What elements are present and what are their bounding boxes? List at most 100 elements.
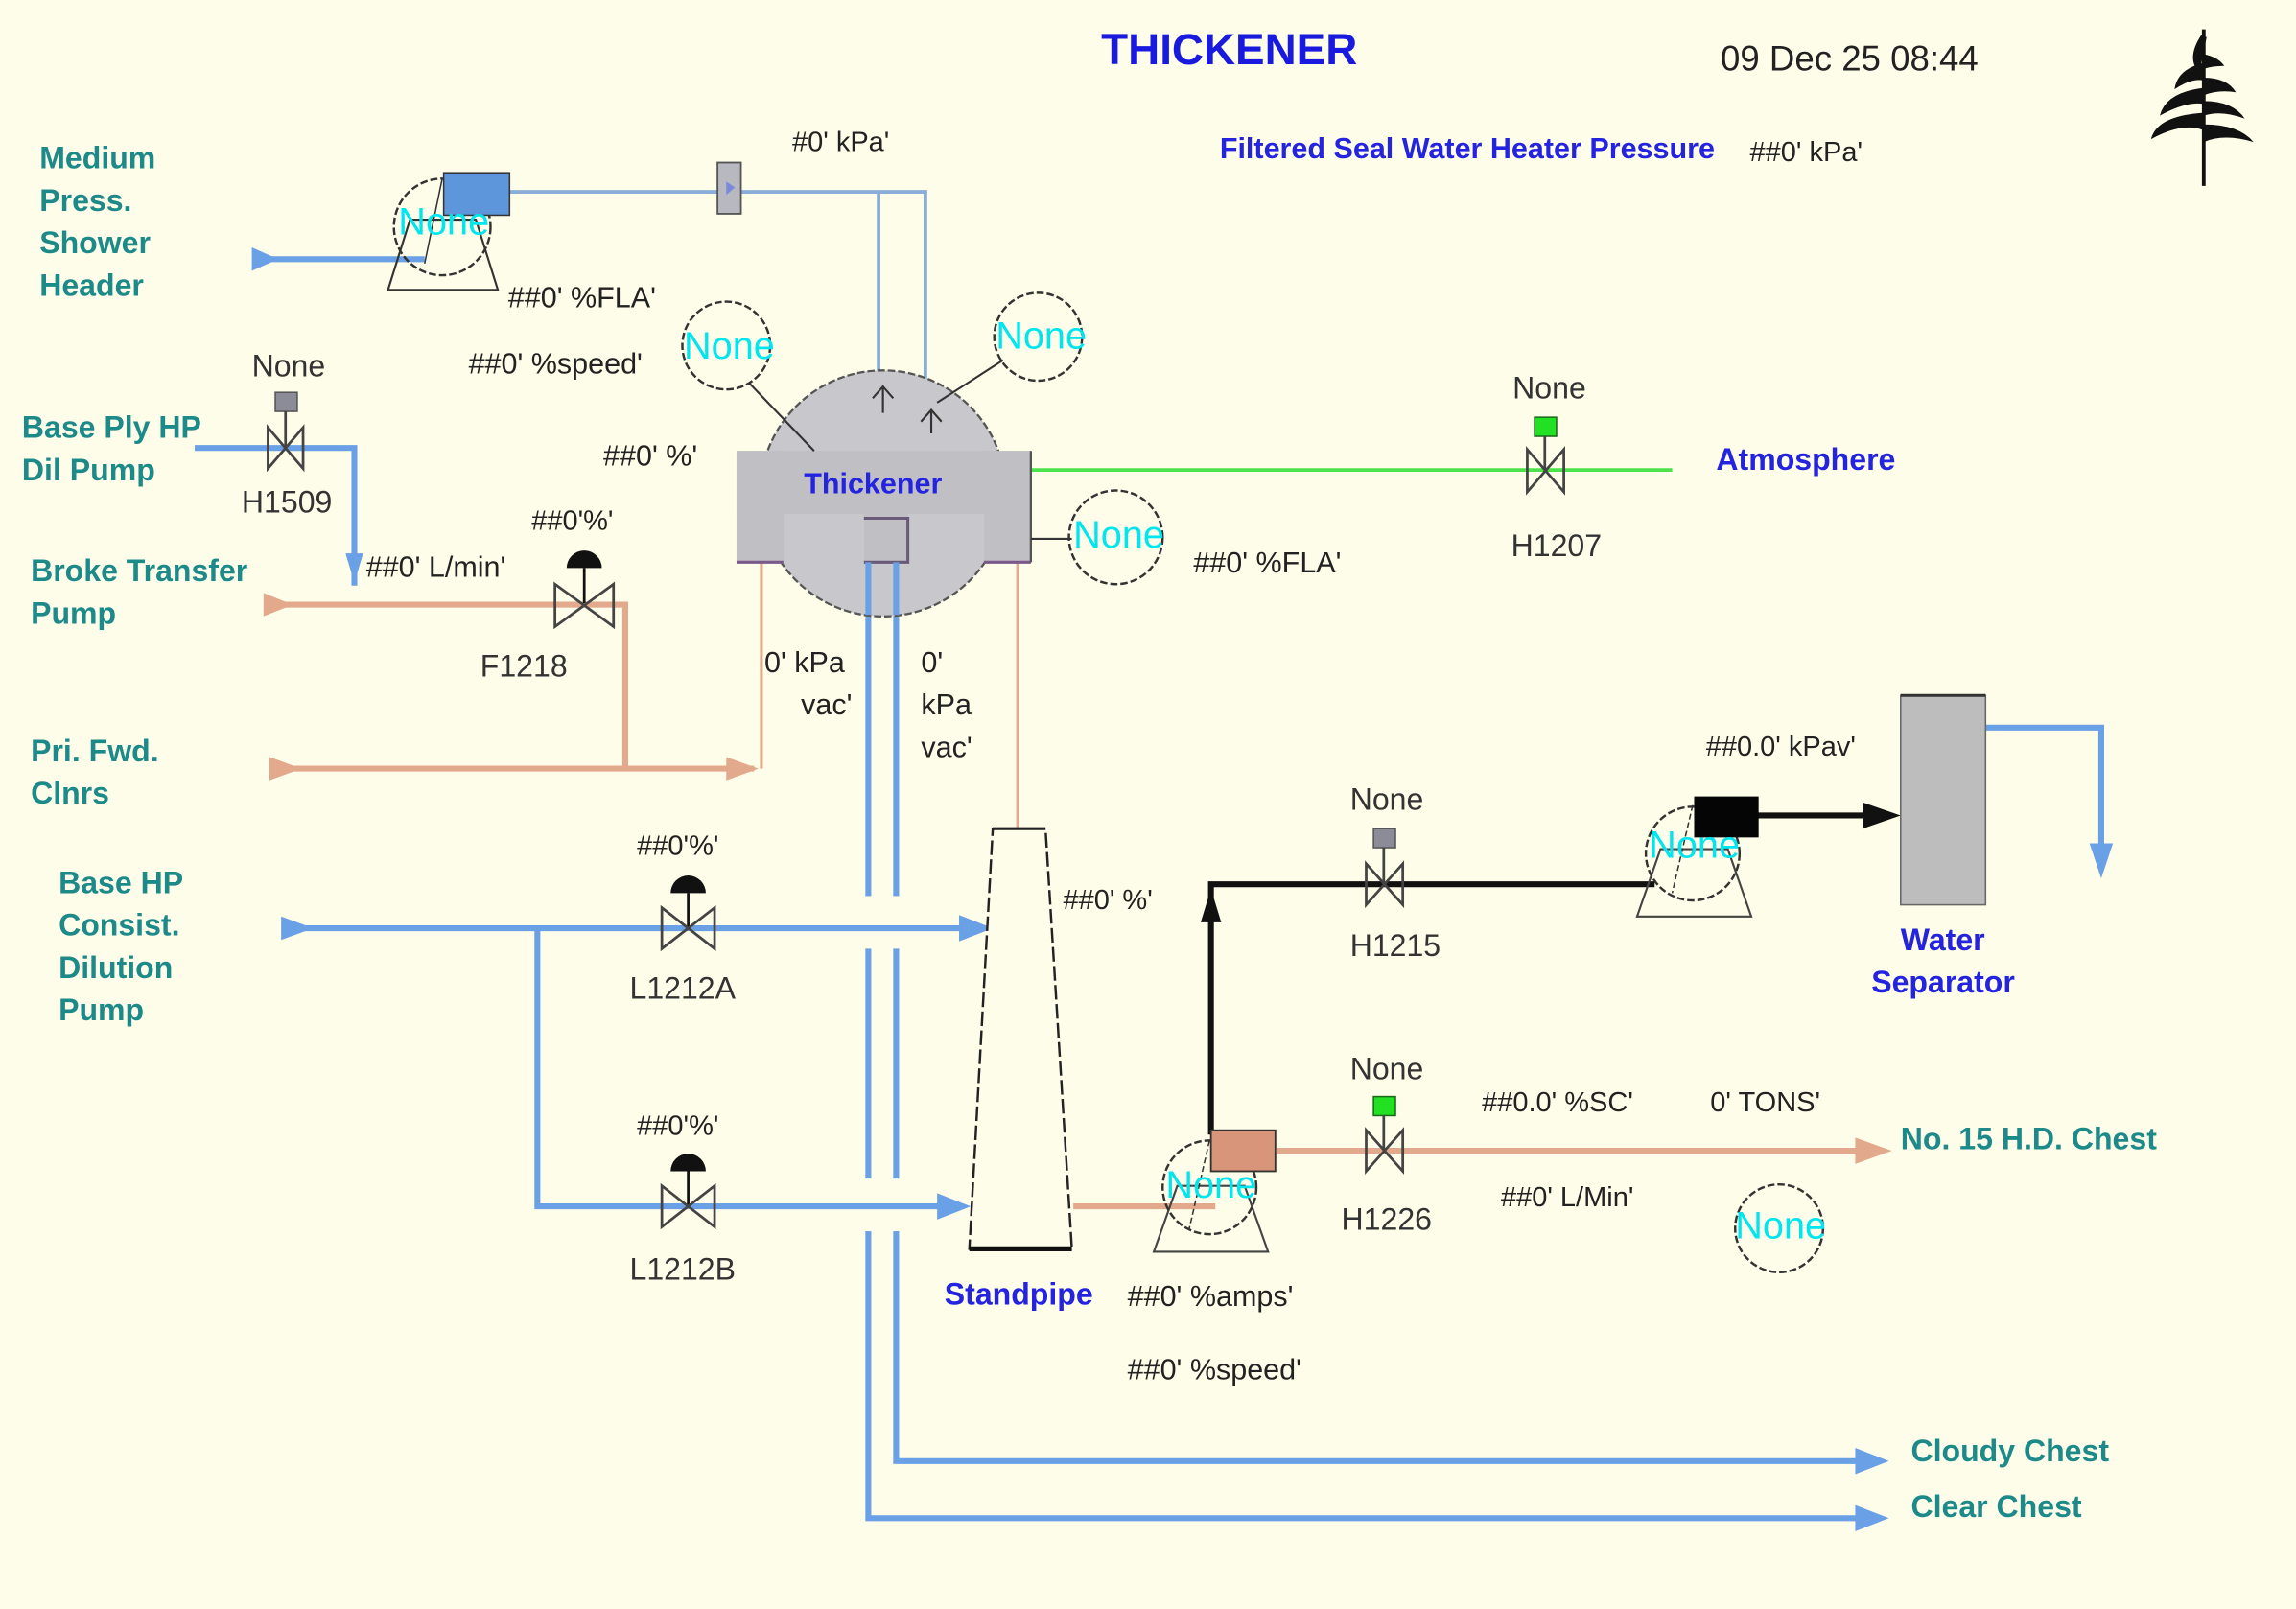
valve-h1509[interactable]: None H1509 — [242, 348, 332, 519]
svg-text:Pri. Fwd.: Pri. Fwd. — [31, 734, 159, 768]
svg-text:Water: Water — [1901, 922, 1985, 957]
svg-text:None: None — [1735, 1205, 1826, 1248]
pri-fwd-pipe — [269, 562, 763, 781]
valve-h1226[interactable]: None H1226 — [1342, 1051, 1432, 1236]
stock-pump-speed: ##0' %speed' — [1128, 1353, 1301, 1386]
stock-pump-status: None — [1165, 1164, 1256, 1206]
vacuum-reading-left: 0' kPa vac' — [764, 646, 852, 721]
standpipe-level-reading: ##0' %' — [1063, 885, 1152, 916]
source-base-ply-hp-dil-pump: Base Ply HP Dil Pump — [22, 410, 201, 487]
valve-h1226-tag: H1226 — [1342, 1202, 1432, 1237]
valve-f1218[interactable]: ##0'%' F1218 — [480, 506, 616, 684]
valve-h1207[interactable]: None H1207 — [1511, 370, 1602, 563]
valve-h1207-state: None — [1512, 370, 1586, 405]
cloudy-chest-pipe — [893, 562, 1889, 1475]
svg-text:None: None — [1073, 514, 1164, 556]
separator-vacuum-reading: ##0.0' kPav' — [1706, 732, 1856, 762]
broke-flow-reading: ##0' L/min' — [366, 551, 506, 584]
source-medium-press-shower-header: Medium Press. Shower Header — [39, 141, 155, 303]
separator-outlet-pipe — [1985, 724, 2114, 879]
base-ply-dil-pipe — [195, 445, 363, 586]
svg-text:Clnrs: Clnrs — [31, 776, 109, 810]
timestamp: 09 Dec 25 08:44 — [1721, 38, 1979, 78]
thickener-motor-indicator[interactable]: None — [1030, 489, 1164, 586]
valve-f1218-output: ##0'%' — [531, 506, 613, 537]
shower-pump-speed: ##0' %speed' — [469, 347, 643, 380]
vacuum-pump[interactable]: None — [1635, 796, 1759, 918]
destination-clear-chest: Clear Chest — [1910, 1489, 2081, 1524]
svg-text:0' kPa: 0' kPa — [764, 646, 845, 679]
seal-water-label: Filtered Seal Water Heater Pressure — [1220, 132, 1715, 165]
shower-pump[interactable]: None — [387, 172, 511, 291]
shower-pump-status: None — [398, 200, 489, 243]
svg-text:None: None — [684, 325, 775, 367]
destination-atmosphere: Atmosphere — [1716, 442, 1895, 477]
hd-chest-pipe — [1277, 1137, 1892, 1164]
water-separator[interactable] — [1900, 693, 1987, 906]
svg-text:Broke Transfer: Broke Transfer — [31, 553, 247, 588]
valve-l1212b[interactable]: ##0'%' L1212B — [630, 1110, 737, 1286]
stock-pump-amps: ##0' %amps' — [1128, 1280, 1294, 1313]
thickener-motor-fla: ##0' %FLA' — [1193, 547, 1341, 579]
svg-text:0': 0' — [921, 646, 943, 679]
destination-hd-chest: No. 15 H.D. Chest — [1901, 1122, 2157, 1156]
broke-transfer-pipe — [263, 593, 628, 769]
svg-text:Press.: Press. — [39, 183, 131, 218]
standpipe[interactable] — [968, 827, 1073, 1252]
standpipe-label: Standpipe — [945, 1276, 1093, 1311]
thickener-vessel[interactable]: Thickener — [736, 369, 1033, 618]
svg-text:Dil Pump: Dil Pump — [22, 453, 155, 487]
consist-dilution-pipe — [281, 915, 994, 1220]
valve-f1218-tag: F1218 — [480, 648, 568, 683]
vacuum-reading-right: 0' kPa vac' — [921, 646, 972, 764]
shower-pressure-reading: #0' kPa' — [792, 127, 889, 157]
water-separator-label: Water Separator — [1871, 922, 2015, 999]
pipe-crossing-gaps — [856, 896, 908, 1232]
svg-text:Dilution: Dilution — [59, 950, 173, 985]
clear-chest-pipe — [865, 562, 1889, 1532]
svg-text:vac': vac' — [801, 688, 852, 721]
svg-text:Shower: Shower — [39, 225, 151, 260]
recirculation-pipe — [1200, 802, 1901, 1135]
valve-h1215-tag: H1215 — [1350, 928, 1441, 963]
fern-logo-icon — [2150, 29, 2254, 186]
valve-h1226-indicator — [1372, 1095, 1396, 1117]
valve-h1215-indicator — [1372, 828, 1396, 849]
svg-text:Consist.: Consist. — [59, 908, 179, 943]
svg-text:Separator: Separator — [1871, 965, 2015, 999]
valve-h1226-state: None — [1350, 1051, 1424, 1085]
valve-h1215-state: None — [1350, 781, 1424, 816]
valve-l1212b-output: ##0'%' — [637, 1110, 718, 1141]
valve-h1509-indicator — [274, 391, 298, 412]
valve-l1212a-output: ##0'%' — [637, 831, 718, 862]
shower-discharge-pipe — [509, 190, 927, 425]
valve-l1212a[interactable]: ##0'%' L1212A — [630, 831, 737, 1006]
thickener-right-indicator[interactable]: None — [936, 291, 1087, 404]
valve-h1215[interactable]: None H1215 — [1350, 781, 1441, 963]
tons-reading: 0' TONS' — [1710, 1087, 1820, 1118]
svg-text:vac': vac' — [921, 731, 972, 763]
valve-h1509-state: None — [252, 348, 326, 383]
thickener-label: Thickener — [804, 468, 942, 501]
thickener-percent-reading: ##0' %' — [603, 440, 697, 473]
hd-chest-indicator[interactable]: None — [1734, 1182, 1826, 1274]
source-pri-fwd-clnrs: Pri. Fwd. Clnrs — [31, 734, 159, 810]
svg-text:kPa: kPa — [921, 688, 972, 721]
hd-flow-reading: ##0' L/Min' — [1501, 1182, 1633, 1213]
source-base-hp-consist-dilution-pump: Base HP Consist. Dilution Pump — [59, 865, 183, 1027]
valve-h1509-tag: H1509 — [242, 484, 332, 519]
stock-pump[interactable]: None — [1152, 1129, 1277, 1253]
valve-h1207-tag: H1207 — [1511, 528, 1602, 563]
svg-text:None: None — [996, 315, 1087, 357]
svg-text:Base HP: Base HP — [59, 865, 183, 899]
shower-pressure-transmitter — [716, 161, 742, 215]
valve-h1207-indicator — [1534, 416, 1558, 437]
vacuum-pump-status: None — [1649, 825, 1740, 867]
thickener-left-indicator[interactable]: None — [681, 300, 815, 453]
shower-pump-fla: ##0' %FLA' — [508, 282, 656, 315]
svg-text:Base Ply HP: Base Ply HP — [22, 410, 201, 445]
svg-text:Header: Header — [39, 268, 144, 302]
svg-text:Pump: Pump — [31, 595, 116, 630]
valve-l1212b-tag: L1212B — [630, 1251, 737, 1286]
